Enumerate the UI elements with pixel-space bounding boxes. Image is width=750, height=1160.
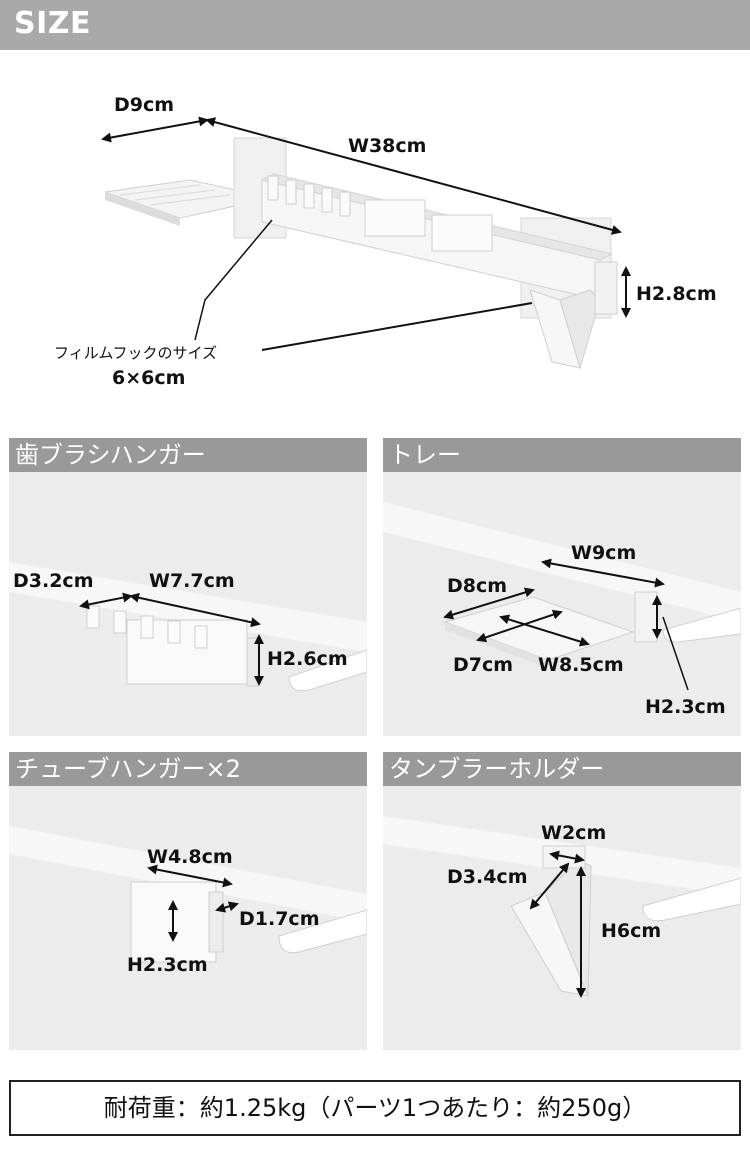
tube-height-label: H2.3cm [127, 954, 208, 976]
panel-tray: W9cm D8cm D7cm W8.5cm H2.3cm [383, 472, 741, 736]
tray-inner-width-label: W8.5cm [538, 654, 624, 676]
toothbrush-height-label: H2.6cm [267, 648, 348, 670]
main-height-label: H2.8cm [636, 283, 717, 305]
tumbler-width-label: W2cm [541, 822, 607, 844]
main-depth-label: D9cm [114, 94, 175, 116]
tube-hanger-illustration [9, 826, 367, 963]
panel-tumbler-holder: W2cm D3.4cm H6cm [383, 786, 741, 1050]
tray-width-label: W9cm [571, 542, 637, 564]
film-hook-size: 6×6cm [112, 367, 186, 389]
tray-illustration [383, 502, 741, 691]
tumbler-depth-label: D3.4cm [447, 866, 528, 888]
main-product-illustration [101, 116, 631, 370]
toothbrush-hanger-illustration [9, 562, 367, 692]
tube-width-label: W4.8cm [147, 846, 233, 868]
panel-title-tumbler-holder: タンブラーホルダー [383, 752, 741, 786]
tray-height-label: H2.3cm [645, 696, 726, 718]
main-width-label: W38cm [348, 135, 427, 157]
size-header: SIZE [0, 0, 750, 50]
panel-title-toothbrush-hanger: 歯ブラシハンガー [9, 438, 367, 472]
header-title: SIZE [14, 6, 92, 41]
panel-title-tray: トレー [383, 438, 741, 472]
film-hook-label: フィルムフックのサイズ [54, 344, 218, 362]
panel-tube-hanger: W4.8cm D1.7cm H2.3cm [9, 786, 367, 1050]
panel-title-tube-hanger: チューブハンガー×2 [9, 752, 367, 786]
toothbrush-width-label: W7.7cm [149, 570, 235, 592]
tube-depth-label: D1.7cm [239, 908, 320, 930]
tray-depth-inner-label: D7cm [453, 654, 514, 676]
tumbler-holder-illustration [383, 816, 741, 998]
load-capacity-text: 耐荷重：約1.25kg（パーツ1つあたり：約250g） [103, 1094, 647, 1122]
tray-depth-outer-label: D8cm [447, 575, 508, 597]
tumbler-height-label: H6cm [601, 920, 662, 942]
panel-toothbrush-hanger: D3.2cm W7.7cm H2.6cm [9, 472, 367, 736]
toothbrush-depth-label: D3.2cm [13, 570, 94, 592]
load-capacity-box: 耐荷重：約1.25kg（パーツ1つあたり：約250g） [9, 1080, 741, 1136]
